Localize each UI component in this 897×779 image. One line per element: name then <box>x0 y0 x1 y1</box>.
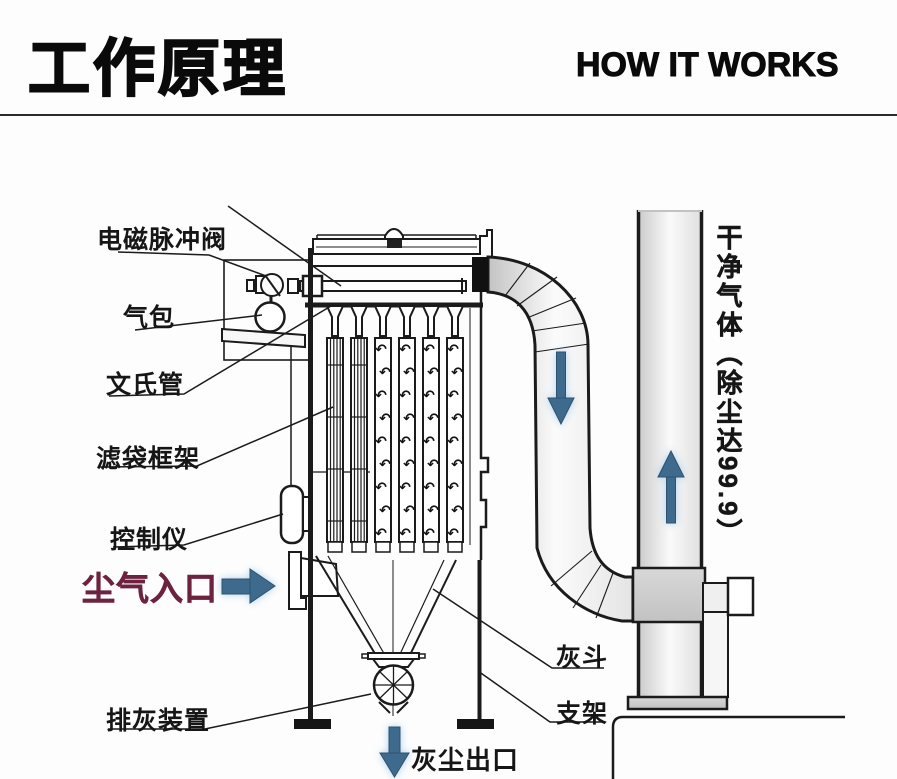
up-arrow-icon <box>657 449 685 524</box>
label-dusty-air-inlet: 尘气入口 <box>82 570 218 608</box>
swirl-flow-glyph: ↶ <box>451 365 463 381</box>
bag-cage-stripes <box>327 338 367 542</box>
swirl-flow-glyph: ↶ <box>375 388 387 404</box>
header-divider <box>0 114 897 116</box>
air-bag-tank <box>254 301 286 333</box>
swirl-glyphs: ↶ ↶ ↶ ↶ ↶ ↶ ↶ ↶ ↶ ↶ ↶ ↶ ↶ ↶ ↶ ↶ ↶ ↶ ↶ ↶ ↶ ↶ ↶ ↶ ↶ ↶ ↶ ↶ ↶ ↶ ↶ ↶ ↶ ↶ ↶ ↶ <box>375 342 463 542</box>
ground-line <box>611 715 845 779</box>
label-ash-hopper: 灰斗 <box>556 644 609 672</box>
swirl-flow-glyph: ↶ <box>379 457 391 473</box>
inlet-flange <box>288 551 307 610</box>
label-pulse-valve: 电磁脉冲阀 <box>97 226 228 254</box>
label-clean-gas: 干净气体（除尘达99.9） <box>713 224 744 548</box>
air-bag-shelf <box>221 327 306 349</box>
controller-box <box>279 484 305 545</box>
swirl-flow-glyph: ↶ <box>447 388 459 404</box>
swirl-flow-glyph: ↶ <box>451 457 463 473</box>
baghouse-body <box>305 227 493 560</box>
swirl-flow-glyph: ↶ <box>451 411 463 427</box>
label-filter-bag-frame: 滤袋框架 <box>96 445 201 473</box>
right-arrow-icon <box>221 568 276 604</box>
label-venturi: 文氏管 <box>106 371 185 399</box>
swirl-flow-glyph: ↶ <box>379 411 391 427</box>
swirl-flow-glyph: ↶ <box>399 526 411 542</box>
pulse-cleaning-assembly <box>221 259 467 545</box>
swirl-flow-glyph: ↶ <box>427 503 439 519</box>
clean-air-outlet-port <box>472 257 488 292</box>
solenoid-pulse-valve <box>246 273 284 304</box>
swirl-flow-glyph: ↶ <box>447 342 459 358</box>
swirl-flow-glyph: ↶ <box>379 365 391 381</box>
swirl-flow-glyph: ↶ <box>447 434 459 450</box>
swirl-flow-glyph: ↶ <box>375 526 387 542</box>
swirl-flow-glyph: ↶ <box>375 342 387 358</box>
label-support-frame: 支架 <box>556 700 609 728</box>
swirl-flow-glyph: ↶ <box>423 480 435 496</box>
blow-pipe <box>299 280 467 292</box>
page-title-english: HOW IT WORKS <box>576 46 840 85</box>
swirl-flow-glyph: ↶ <box>403 457 415 473</box>
swirl-flow-glyph: ↶ <box>423 388 435 404</box>
stack-base-assembly <box>611 566 845 779</box>
swirl-flow-glyph: ↶ <box>427 411 439 427</box>
swirl-flow-glyph: ↶ <box>447 480 459 496</box>
swirl-flow-glyph: ↶ <box>423 342 435 358</box>
swirl-flow-glyph: ↶ <box>399 342 411 358</box>
right-foot <box>457 719 494 729</box>
swirl-flow-glyph: ↶ <box>451 503 463 519</box>
label-ash-discharge: 排灰装置 <box>106 707 211 735</box>
swirl-flow-glyph: ↶ <box>403 411 415 427</box>
down-arrow-icon <box>547 351 575 426</box>
page-title: 工作原理 <box>27 34 289 105</box>
label-controller: 控制仪 <box>110 526 189 554</box>
swirl-flow-glyph: ↶ <box>399 480 411 496</box>
swirl-flow-glyph: ↶ <box>379 503 391 519</box>
swirl-flow-glyph: ↶ <box>403 365 415 381</box>
swirl-flow-glyph: ↶ <box>399 388 411 404</box>
leader-lines <box>99 205 604 730</box>
bag-bottom-caps <box>327 541 463 553</box>
label-air-bag: 气包 <box>123 304 176 332</box>
swirl-flow-glyph: ↶ <box>423 434 435 450</box>
swirl-flow-glyph: ↶ <box>447 526 459 542</box>
rotary-valve <box>361 652 426 714</box>
swirl-flow-glyph: ↶ <box>423 526 435 542</box>
label-dust-outlet: 灰尘出口 <box>411 745 520 775</box>
lifting-lug <box>384 227 404 240</box>
swirl-flow-glyph: ↶ <box>375 480 387 496</box>
swirl-flow-glyph: ↶ <box>427 365 439 381</box>
flow-arrows <box>221 351 685 778</box>
venturi-tubes <box>325 305 465 337</box>
swirl-flow-glyph: ↶ <box>403 503 415 519</box>
swirl-flow-glyph: ↶ <box>399 434 411 450</box>
swirl-flow-glyph: ↶ <box>375 434 387 450</box>
left-foot <box>294 719 331 729</box>
filter-bags: ↶ ↶ ↶ ↶ ↶ ↶ ↶ ↶ ↶ ↶ ↶ ↶ ↶ ↶ ↶ ↶ ↶ ↶ ↶ ↶ ↶ ↶ ↶ ↶ ↶ ↶ ↶ ↶ ↶ ↶ ↶ ↶ ↶ ↶ ↶ ↶ <box>325 305 465 553</box>
down-arrow-outlet-icon <box>379 726 410 778</box>
outlet-elbow-duct <box>486 255 639 623</box>
swirl-flow-glyph: ↶ <box>427 457 439 473</box>
